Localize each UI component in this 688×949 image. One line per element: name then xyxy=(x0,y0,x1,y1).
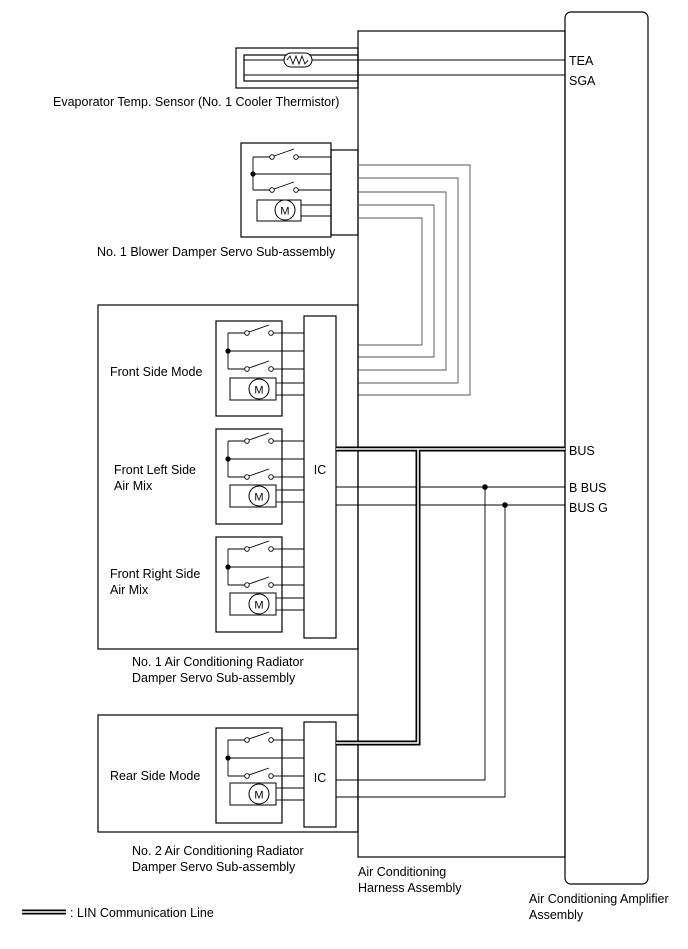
terminal-b-bus: B BUS xyxy=(569,481,607,495)
switch-icon xyxy=(253,181,331,193)
front-left-label-line1: Front Left Side xyxy=(114,463,196,477)
harness-label-line1: Air Conditioning xyxy=(358,865,446,879)
switch-icon xyxy=(253,148,331,160)
sensor-label: Evaporator Temp. Sensor (No. 1 Cooler Th… xyxy=(53,95,339,109)
amplifier-label-line2: Assembly xyxy=(529,908,584,922)
ic-lower-label: IC xyxy=(314,771,327,785)
front-left-air-mix-servo: M xyxy=(215,428,283,525)
svg-text:M: M xyxy=(254,790,263,802)
air-conditioning-harness-assembly xyxy=(357,30,566,858)
front-left-label-line2: Air Mix xyxy=(114,479,153,493)
ic-lower xyxy=(303,721,337,828)
motor-icon: M xyxy=(229,484,277,508)
ic-upper xyxy=(303,315,337,639)
front-side-mode-ic-wires xyxy=(282,332,304,396)
front-right-label-line1: Front Right Side xyxy=(110,567,200,581)
rear-side-mode-ic-wires xyxy=(282,739,304,801)
thermistor-icon xyxy=(283,52,313,68)
lin-communication-line xyxy=(336,446,565,746)
terminal-sga: SGA xyxy=(569,74,596,88)
rear-side-mode-servo: M xyxy=(215,727,283,824)
svg-text:M: M xyxy=(254,385,263,397)
no1-servo-label-line2: Damper Servo Sub-assembly xyxy=(132,671,296,685)
no2-servo-label-line1: No. 2 Air Conditioning Radiator xyxy=(132,844,304,858)
motor-icon: M xyxy=(229,377,277,401)
blower-servo-label: No. 1 Blower Damper Servo Sub-assembly xyxy=(97,245,336,259)
motor-icon: M xyxy=(229,782,277,806)
motor-icon: M xyxy=(229,592,277,616)
no1-radiator-damper-servo xyxy=(97,304,359,650)
no2-radiator-damper-servo xyxy=(97,714,359,833)
front-side-mode-label: Front Side Mode xyxy=(110,365,202,379)
rear-side-mode-label: Rear Side Mode xyxy=(110,769,200,783)
front-left-ic-wires xyxy=(282,440,304,503)
terminal-bus-g: BUS G xyxy=(569,501,608,515)
front-right-label-line2: Air Mix xyxy=(110,583,149,597)
svg-text:M: M xyxy=(254,600,263,612)
ic-upper-label: IC xyxy=(314,463,327,477)
terminal-tea: TEA xyxy=(569,54,594,68)
svg-text:M: M xyxy=(280,206,289,218)
no2-servo-label-line2: Damper Servo Sub-assembly xyxy=(132,860,296,874)
b-bus-wiring xyxy=(336,484,565,781)
front-right-ic-wires xyxy=(282,548,304,611)
front-side-mode-servo: M xyxy=(215,320,283,417)
no1-servo-label-line1: No. 1 Air Conditioning Radiator xyxy=(132,655,304,669)
blower-loop-wires xyxy=(358,164,471,396)
harness-label-line2: Harness Assembly xyxy=(358,881,462,895)
legend-label: : LIN Communication Line xyxy=(70,906,214,920)
motor-icon: M xyxy=(256,199,302,222)
blower-damper-servo: M xyxy=(240,142,359,238)
svg-text:M: M xyxy=(254,492,263,504)
terminal-bus: BUS xyxy=(569,444,595,458)
front-right-air-mix-servo: M xyxy=(215,536,283,633)
bus-g-wiring xyxy=(336,502,565,798)
evaporator-temp-sensor xyxy=(235,47,359,89)
amplifier-label-line1: Air Conditioning Amplifier xyxy=(529,892,669,906)
